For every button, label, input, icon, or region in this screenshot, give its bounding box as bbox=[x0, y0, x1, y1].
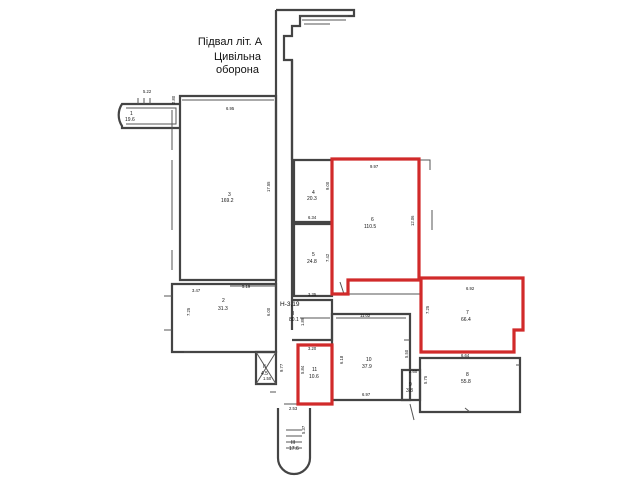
wall-room-I bbox=[292, 298, 334, 342]
dim-d13: 9.97 bbox=[370, 164, 379, 169]
wall-room3 bbox=[178, 94, 278, 282]
dim-d30: 1.89 bbox=[300, 317, 305, 326]
dim-d04: 17.55 bbox=[266, 181, 271, 192]
dim-d20: 6.18 bbox=[339, 355, 344, 364]
room3-bumps bbox=[171, 99, 274, 270]
room4-area: 20.3 bbox=[307, 196, 317, 202]
room7-area: 66.4 bbox=[461, 317, 471, 323]
room-I-area: 80.1 bbox=[289, 317, 299, 323]
room-III-steps bbox=[286, 429, 302, 449]
wall-room1-inner bbox=[126, 107, 177, 125]
wall-room2 bbox=[170, 282, 278, 354]
plan-subtitle: Цивільна оборона bbox=[200, 51, 275, 77]
room3-number: 3 bbox=[228, 192, 231, 198]
room-II-area: 4.5 bbox=[261, 371, 268, 377]
dim-d05: 3.47 bbox=[192, 288, 201, 293]
wall-top-stair bbox=[276, 8, 356, 330]
wall-room8 bbox=[418, 356, 522, 414]
room8-detail bbox=[464, 364, 520, 413]
dim-d25: 2.60 bbox=[409, 369, 418, 374]
room9-area: 3.8 bbox=[406, 388, 413, 394]
dim-d08: 6.00 bbox=[266, 307, 271, 316]
dim-d23: 3.20 bbox=[308, 346, 317, 351]
dim-d09: 9.00 bbox=[325, 181, 330, 190]
wall-bits-right bbox=[409, 159, 433, 421]
room11-area: 10.6 bbox=[309, 374, 319, 380]
dim-d28: 1.50 bbox=[263, 376, 272, 381]
room2-number: 2 bbox=[222, 298, 225, 304]
room10-number: 10 bbox=[366, 357, 372, 363]
room8-area: 55.8 bbox=[461, 379, 471, 385]
dim-d26: 2.53 bbox=[289, 406, 298, 411]
plan-subtitle-line-2: оборона bbox=[216, 64, 259, 76]
dim-d12: 3.35 bbox=[308, 292, 317, 297]
highlight-room7 bbox=[419, 276, 525, 354]
room2-detail bbox=[164, 285, 276, 297]
room5-number: 5 bbox=[312, 252, 315, 258]
dim-d14: 12.06 bbox=[410, 215, 415, 226]
dim-d29: 9.77 bbox=[279, 363, 284, 372]
room10-area: 37.9 bbox=[362, 364, 372, 370]
dim-d02: 2.80 bbox=[171, 95, 176, 104]
room-II-cross bbox=[255, 351, 277, 385]
room9-number: 9 bbox=[409, 382, 412, 388]
highlight-room6 bbox=[330, 157, 421, 296]
room7-number: 7 bbox=[466, 310, 469, 316]
wall-top-stair-steps bbox=[300, 15, 348, 25]
dim-d22: 5.50 bbox=[404, 349, 409, 358]
room2-area: 31.3 bbox=[218, 306, 228, 312]
room6-area: 110.5 bbox=[364, 224, 376, 230]
room8-number: 8 bbox=[466, 372, 469, 378]
dim-d18: 5.75 bbox=[423, 375, 428, 384]
room-III-number: III bbox=[291, 440, 295, 446]
room3-area: 169.2 bbox=[221, 198, 234, 204]
dim-d07: 5.19 bbox=[242, 284, 251, 289]
highlights bbox=[296, 157, 525, 406]
wall-room9 bbox=[400, 368, 422, 402]
room10-detail bbox=[336, 317, 410, 341]
level-mark: Н-3,19 bbox=[280, 301, 300, 308]
room-III-area: 17.6 bbox=[289, 446, 299, 452]
dim-d06: 7.25 bbox=[186, 307, 191, 316]
dim-d17: 6.64 bbox=[461, 353, 470, 358]
wall-room-III bbox=[276, 408, 312, 476]
room11-number: 11 bbox=[312, 367, 317, 373]
room-II-number: II bbox=[263, 364, 266, 370]
dimension-labels: 5.22 2.80 6.95 17.55 3.47 7.25 5.19 6.00… bbox=[143, 89, 475, 434]
dim-d21: 6.97 bbox=[362, 392, 371, 397]
dim-d16: 7.25 bbox=[425, 305, 430, 314]
plan-subtitle-line-1: Цивільна bbox=[214, 51, 261, 63]
room4-number: 4 bbox=[312, 190, 315, 196]
plan-title-line-1: Підвал літ. А bbox=[197, 36, 263, 48]
room-I-number: I bbox=[293, 311, 294, 317]
dim-d10: 6.34 bbox=[308, 215, 317, 220]
highlight-room11 bbox=[296, 343, 334, 406]
room5-area: 24.8 bbox=[307, 259, 317, 265]
plan-title: Підвал літ. А bbox=[185, 36, 275, 49]
dim-d03: 6.95 bbox=[226, 106, 235, 111]
room1-area: 19.6 bbox=[125, 117, 135, 123]
dim-d24: 5.84 bbox=[300, 365, 305, 374]
dim-d01: 5.22 bbox=[143, 89, 152, 94]
room1-stair bbox=[137, 98, 151, 104]
wall-bits-left bbox=[164, 329, 276, 393]
room-labels: 1 19.6 3 169.2 2 31.3 4 20.3 5 24.8 6 11… bbox=[125, 111, 471, 452]
wall-room1 bbox=[117, 102, 180, 130]
wall-room5 bbox=[292, 222, 334, 298]
dim-d27: 5.37 bbox=[301, 425, 306, 434]
wall-bits-room6 bbox=[339, 281, 420, 295]
dim-d15: 6.92 bbox=[466, 286, 475, 291]
room1-number: 1 bbox=[130, 111, 133, 117]
dim-d11: 7.42 bbox=[325, 253, 330, 262]
room6-number: 6 bbox=[371, 217, 374, 223]
dim-d19: 11.02 bbox=[360, 313, 371, 318]
